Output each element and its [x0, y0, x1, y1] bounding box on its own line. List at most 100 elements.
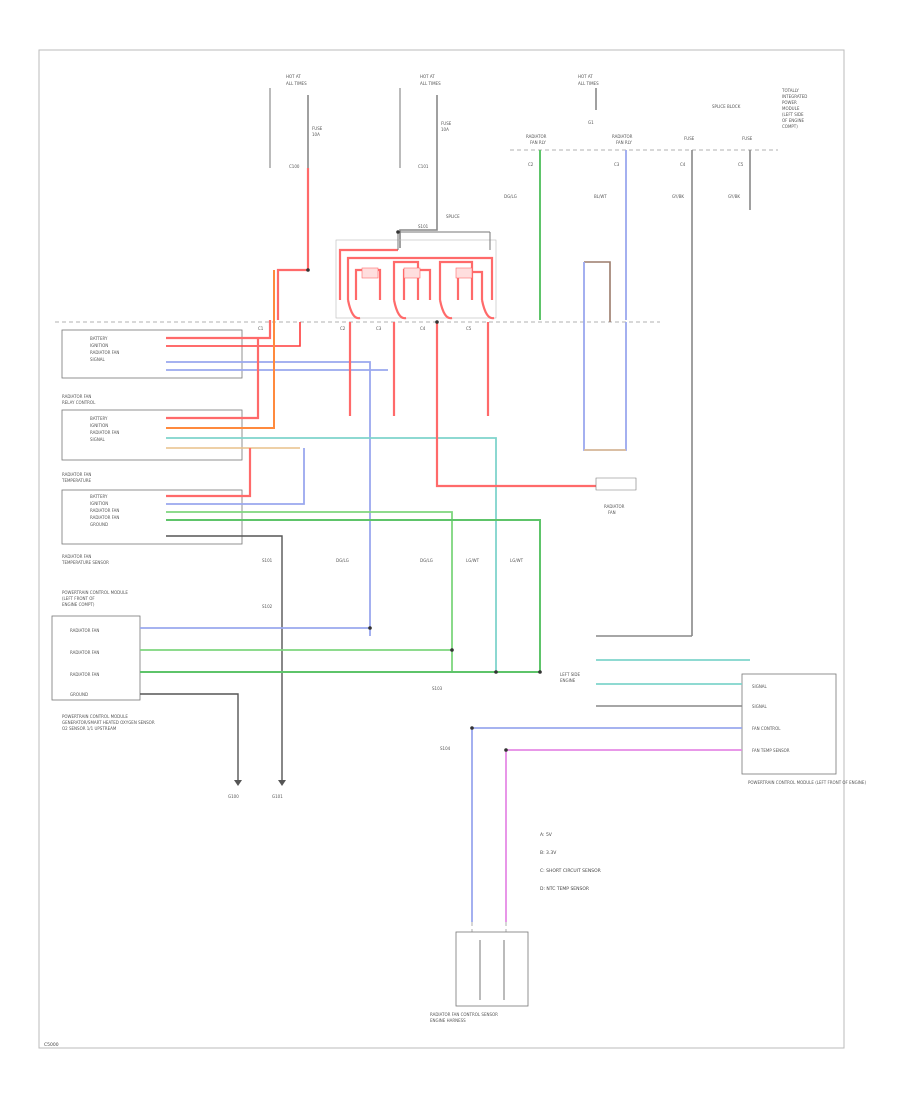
svg-text:INTEGRATED: INTEGRATED	[782, 94, 807, 99]
svg-text:LG/WT: LG/WT	[466, 558, 480, 563]
svg-text:RADIATOR: RADIATOR	[612, 134, 633, 139]
svg-text:POWER: POWER	[782, 100, 797, 105]
sensor-box-3: RADIATOR FAN TEMPERATURE BATTERY IGNITIO…	[61, 472, 243, 545]
svg-text:BATTERY: BATTERY	[90, 336, 108, 341]
legend-item-3: C: SHORT CIRCUIT SENSOR	[540, 868, 601, 874]
svg-text:ENGINE: ENGINE	[560, 678, 576, 683]
legend-item-4: D: NTC TEMP SENSOR	[540, 886, 589, 892]
legend-item-2: B: 3.3V	[540, 850, 557, 856]
svg-text:FAN: FAN	[608, 510, 616, 515]
svg-text:C3: C3	[376, 326, 382, 331]
pcm-wire-ground	[140, 693, 239, 760]
fuse-block-3: HOT AT ALL TIMES G1	[578, 74, 599, 125]
svg-text:IGNITION: IGNITION	[90, 343, 108, 348]
diagram-frame	[38, 49, 845, 1049]
svg-text:ALL TIMES: ALL TIMES	[578, 81, 599, 86]
svg-text:RADIATOR FAN: RADIATOR FAN	[70, 672, 99, 677]
svg-text:RADIATOR FAN: RADIATOR FAN	[90, 350, 119, 355]
svg-text:HOT AT: HOT AT	[578, 74, 593, 79]
svg-text:(LEFT SIDE: (LEFT SIDE	[782, 112, 804, 117]
svg-text:BATTERY: BATTERY	[90, 494, 108, 499]
svg-text:BATTERY: BATTERY	[90, 416, 108, 421]
wire-blue-h3	[166, 448, 305, 505]
sensor-box-1: BATTERY IGNITION RADIATOR FAN SIGNAL	[61, 329, 243, 379]
svg-text:C2: C2	[340, 326, 346, 331]
wire-red-1	[276, 168, 310, 320]
svg-text:TEMPERATURE: TEMPERATURE	[61, 478, 92, 483]
wire-brown-loop	[584, 261, 611, 322]
relay-bank	[335, 231, 497, 320]
svg-text:GY/BK: GY/BK	[672, 194, 684, 199]
svg-text:LEFT SIDE: LEFT SIDE	[560, 672, 581, 677]
svg-text:RADIATOR: RADIATOR	[604, 504, 625, 509]
wire-blue-h1	[166, 361, 371, 636]
svg-text:SIGNAL: SIGNAL	[90, 437, 106, 442]
wire-dark-h	[166, 535, 283, 760]
svg-text:G100: G100	[228, 794, 239, 799]
svg-text:SIGNAL: SIGNAL	[752, 704, 768, 709]
svg-text:C101: C101	[418, 164, 429, 169]
svg-text:C4: C4	[680, 162, 686, 167]
splice-block-right: SPLICE BLOCK TOTALLY INTEGRATED POWER MO…	[510, 88, 807, 167]
bottom-connector: RADIATOR FAN CONTROL SENSOR ENGINE HARNE…	[430, 931, 529, 1023]
pcm-right: SIGNAL SIGNAL FAN CONTROL FAN TEMP SENSO…	[741, 673, 866, 785]
left-module-2: GENERATOR/SMART HEATED OXYGEN SENSOR	[62, 720, 155, 725]
svg-text:HOT AT: HOT AT	[286, 74, 301, 79]
svg-text:MODULE: MODULE	[782, 106, 800, 111]
svg-text:10A: 10A	[312, 132, 320, 137]
svg-text:FAN RLY: FAN RLY	[616, 140, 632, 145]
legend: A: 5V B: 3.3V C: SHORT CIRCUIT SENSOR D:…	[540, 832, 601, 892]
svg-text:GROUND: GROUND	[90, 522, 108, 527]
bottom-connector-label-2: ENGINE HARNESS	[430, 1018, 466, 1023]
svg-text:COMPT): COMPT)	[782, 124, 798, 129]
svg-text:DG/LG: DG/LG	[420, 558, 433, 563]
svg-text:FAN RLY: FAN RLY	[530, 140, 546, 145]
wire-teal-h	[166, 437, 497, 672]
pcm-left: POWERTRAIN CONTROL MODULE (LEFT FRONT OF…	[51, 590, 141, 701]
svg-text:FUSE: FUSE	[742, 136, 753, 141]
svg-text:SPLICE BLOCK: SPLICE BLOCK	[712, 104, 741, 109]
wire-lgreen-h	[166, 511, 453, 672]
svg-text:S101: S101	[262, 558, 273, 563]
svg-text:SIGNAL: SIGNAL	[90, 357, 106, 362]
ground-g101: G101	[272, 760, 286, 799]
wire-red-long	[435, 322, 596, 488]
sensor-box-2: RADIATOR FAN RELAY CONTROL BATTERY IGNIT…	[61, 394, 243, 461]
left-sensor-label: O2 SENSOR 1/1 UPSTREAM	[62, 726, 117, 731]
wire-red-h4	[166, 448, 252, 498]
svg-text:SIGNAL: SIGNAL	[752, 684, 768, 689]
svg-text:HOT AT: HOT AT	[420, 74, 435, 79]
fuse-block-2: HOT AT ALL TIMES FUSE 10A C101	[399, 74, 452, 169]
svg-text:FUSE: FUSE	[684, 136, 695, 141]
legend-item-1: A: 5V	[540, 832, 553, 838]
bottom-connector-label: RADIATOR FAN CONTROL SENSOR	[430, 1012, 498, 1017]
wire-blue-loop	[583, 262, 627, 451]
svg-text:S102: S102	[262, 604, 273, 609]
svg-text:TEMPERATURE SENSOR: TEMPERATURE SENSOR	[61, 560, 109, 565]
svg-text:(LEFT FRONT OF: (LEFT FRONT OF	[62, 596, 95, 601]
radiator-fan-connector	[595, 477, 637, 491]
svg-text:SPLICE: SPLICE	[446, 214, 460, 219]
footer-code: C5000	[44, 1042, 59, 1048]
wire-red-h2	[166, 322, 301, 347]
wire-green-h	[166, 519, 541, 672]
svg-text:IGNITION: IGNITION	[90, 423, 108, 428]
svg-text:IGNITION: IGNITION	[90, 501, 108, 506]
svg-text:G101: G101	[272, 794, 283, 799]
svg-text:RADIATOR FAN: RADIATOR FAN	[90, 508, 119, 513]
svg-text:RADIATOR: RADIATOR	[526, 134, 547, 139]
fuse-block-1: HOT AT ALL TIMES FUSE 10A C100	[269, 74, 323, 169]
left-module-1: POWERTRAIN CONTROL MODULE	[62, 714, 128, 719]
svg-text:S101: S101	[418, 224, 429, 229]
svg-text:RELAY CONTROL: RELAY CONTROL	[62, 400, 96, 405]
ground-g100: G100	[228, 760, 242, 799]
svg-text:RADIATOR FAN: RADIATOR FAN	[62, 394, 91, 399]
svg-text:DG/LG: DG/LG	[504, 194, 517, 199]
svg-text:BL/WT: BL/WT	[594, 194, 607, 199]
svg-text:S103: S103	[432, 686, 443, 691]
wire-red-h1	[166, 320, 272, 340]
svg-text:ENGINE COMPT): ENGINE COMPT)	[62, 602, 95, 607]
wire-orange-h	[166, 270, 275, 429]
svg-text:FUSE: FUSE	[441, 121, 452, 126]
